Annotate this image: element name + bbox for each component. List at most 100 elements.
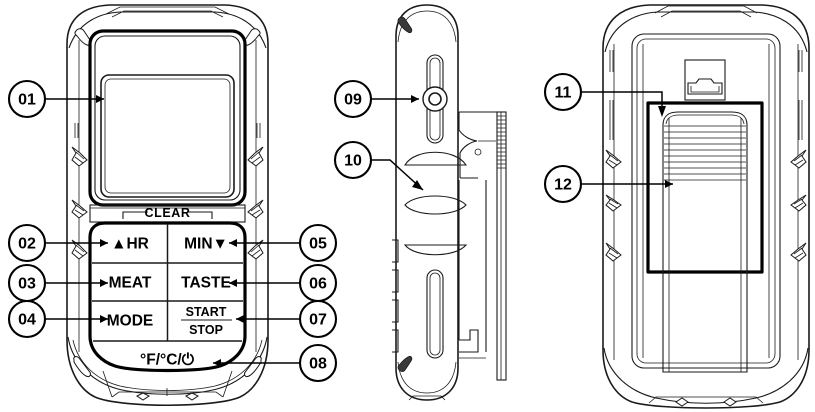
- callout-12[interactable]: 12: [543, 164, 583, 204]
- back-view: [602, 4, 810, 409]
- side-lower-slot: [426, 269, 444, 359]
- back-base-plate: [648, 396, 764, 404]
- front-corner-slot-left: [74, 28, 92, 46]
- unit-power-button-label[interactable]: °F/°C/⏻: [140, 352, 195, 369]
- side-kickstand-profile: [458, 111, 507, 381]
- side-base-plate: [408, 395, 446, 401]
- front-view: CLEAR ▲HR MIN▼ MEAT TASTE MODE START STO…: [66, 4, 269, 407]
- leader-09-arrow: [411, 95, 419, 103]
- callout-02[interactable]: 02: [7, 223, 47, 263]
- front-bottom-slot-left: [73, 356, 91, 377]
- leader-11-arrow: [658, 106, 666, 117]
- callout-03-number: 03: [18, 276, 36, 293]
- callout-10-number: 10: [344, 153, 362, 170]
- side-corner-slot-bottom: [397, 355, 413, 372]
- callout-07[interactable]: 07: [298, 299, 338, 339]
- grip-ridge-3: [403, 244, 468, 256]
- side-outer-shell: [395, 4, 459, 401]
- back-grip-nubs-left: [605, 149, 622, 262]
- kickstand-latch-housing: [684, 59, 726, 101]
- back-grip-nubs-right: [790, 149, 807, 262]
- callout-05-number: 05: [309, 236, 327, 253]
- callout-02-number: 02: [18, 236, 36, 253]
- back-side-stub-left: [609, 50, 614, 72]
- callout-05[interactable]: 05: [298, 223, 338, 263]
- callout-10[interactable]: 10: [333, 140, 373, 180]
- back-recess-outer: [631, 33, 781, 369]
- back-base-foot-right: [723, 397, 737, 407]
- kickstand-latch-tab-inner: [690, 86, 720, 93]
- leader-10-arrow: [412, 180, 423, 190]
- start-label[interactable]: START: [186, 305, 227, 319]
- leader-07-arrow: [236, 315, 244, 323]
- callout-11[interactable]: 11: [543, 72, 583, 112]
- callout-08[interactable]: 08: [298, 343, 338, 383]
- callout-06-number: 06: [309, 276, 327, 293]
- kickstand-stand[interactable]: [662, 111, 748, 373]
- back-top-shoulder: [604, 11, 808, 53]
- front-base-plate: [111, 391, 224, 398]
- lcd-display: [100, 74, 235, 198]
- front-top-lip: [105, 6, 230, 15]
- kickstand-latch-tab: [687, 78, 723, 95]
- side-corner-slot-top: [397, 16, 413, 34]
- keypad-panel: [88, 221, 247, 373]
- front-grip-nubs-left: [71, 146, 88, 260]
- leader-11: [581, 91, 663, 107]
- kickstand-frame: [646, 101, 764, 274]
- leader-06-arrow: [229, 279, 237, 287]
- leader-08-arrow: [213, 359, 221, 367]
- callout-03[interactable]: 03: [7, 263, 47, 303]
- leader-04-arrow: [100, 315, 108, 323]
- callout-09-number: 09: [344, 92, 362, 109]
- meat-button-label[interactable]: MEAT: [109, 275, 152, 292]
- kickstand-stand-top-arc: [665, 114, 745, 125]
- callout-04-number: 04: [18, 312, 36, 329]
- taste-button-label[interactable]: TASTE: [181, 275, 231, 292]
- front-base-fold-left: [102, 370, 113, 398]
- back-side-stub-right-2: [798, 100, 803, 140]
- callout-01-number: 01: [18, 92, 36, 109]
- back-top-lip: [654, 5, 758, 14]
- min-down-button-label[interactable]: MIN▼: [184, 236, 228, 253]
- front-base-foot-left: [136, 392, 150, 401]
- callout-12-number: 12: [554, 177, 572, 194]
- stop-label[interactable]: STOP: [189, 323, 223, 337]
- side-bottom-arc: [397, 361, 457, 394]
- callout-07-number: 07: [309, 312, 327, 329]
- callout-01[interactable]: 01: [7, 79, 47, 119]
- leader-01-arrow: [96, 95, 104, 103]
- mode-button-label[interactable]: MODE: [107, 313, 154, 330]
- leader-03-arrow: [100, 279, 108, 287]
- clear-label: CLEAR: [144, 206, 190, 220]
- front-bottom-slot-right: [244, 356, 262, 377]
- callout-11-number: 11: [555, 85, 572, 102]
- back-bottom-shoulder: [603, 347, 809, 404]
- display-bezel-inner: [94, 35, 241, 201]
- back-outer-shell: [602, 4, 810, 409]
- leader-02-arrow: [100, 239, 108, 247]
- front-base-fold-right: [222, 370, 233, 398]
- kickstand-ribbed-grip: [664, 125, 746, 181]
- leader-lines: [45, 91, 673, 367]
- front-outer-shell: [66, 4, 269, 407]
- leader-12-arrow: [665, 180, 673, 188]
- back-base-foot-left: [675, 397, 689, 407]
- probe-jack-hole[interactable]: [428, 92, 442, 106]
- lcd-display-inner: [104, 78, 231, 194]
- callout-04[interactable]: 04: [7, 299, 47, 339]
- leader-10: [371, 159, 424, 191]
- callout-09[interactable]: 09: [333, 79, 373, 119]
- start-stop-button[interactable]: START STOP: [181, 305, 232, 337]
- leader-05-arrow: [229, 239, 237, 247]
- hr-up-button-label[interactable]: ▲HR: [111, 236, 149, 253]
- side-view: [392, 4, 507, 401]
- probe-jack-ring[interactable]: [422, 86, 448, 112]
- callout-08-number: 08: [309, 356, 327, 373]
- callout-06[interactable]: 06: [298, 263, 338, 303]
- grip-ridge-1: [404, 151, 468, 166]
- side-lower-slot-inner: [429, 272, 441, 356]
- front-grip-nubs-right: [247, 146, 264, 260]
- front-corner-slot-right: [243, 28, 261, 46]
